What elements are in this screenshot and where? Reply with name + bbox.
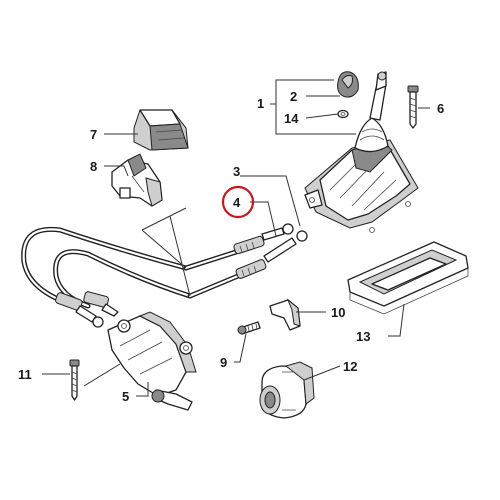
label-part-11: 11	[18, 367, 32, 382]
leader-lines	[42, 79, 430, 397]
label-part-12: 12	[343, 359, 357, 374]
clip-10	[269, 298, 301, 331]
knob-ring	[337, 109, 349, 119]
gear-shift-assembly	[304, 71, 419, 233]
highlight-ring	[221, 185, 255, 219]
cover-7	[133, 109, 189, 151]
label-part-3: 3	[233, 164, 240, 179]
bolt-11	[69, 359, 80, 401]
label-part-2: 2	[290, 89, 297, 104]
part-labels: 1 2 14 6 7 8 3 4 10 13 9 12 11 5	[18, 89, 444, 404]
bolt-6	[407, 85, 419, 129]
label-part-13: 13	[356, 329, 370, 344]
label-part-4: 4	[233, 195, 241, 210]
gearbox-bracket-5	[107, 311, 197, 411]
bracket-8	[111, 153, 163, 207]
label-part-14: 14	[284, 111, 299, 126]
label-part-10: 10	[331, 305, 345, 320]
gear-knob	[337, 71, 359, 98]
cable-end-upper	[233, 223, 294, 255]
label-part-6: 6	[437, 101, 444, 116]
shift-cables	[21, 223, 308, 328]
cable-end-gearbox-upper	[55, 292, 104, 328]
label-part-5: 5	[122, 389, 129, 404]
coupling-12	[259, 361, 315, 419]
label-part-1: 1	[257, 96, 264, 111]
cable-end-lower	[235, 230, 308, 279]
bolt-9	[237, 321, 261, 335]
label-part-7: 7	[90, 127, 97, 142]
label-part-9: 9	[220, 355, 227, 370]
gasket-13	[347, 241, 469, 315]
label-part-8: 8	[90, 159, 97, 174]
cable-end-gearbox-lower	[83, 291, 119, 317]
